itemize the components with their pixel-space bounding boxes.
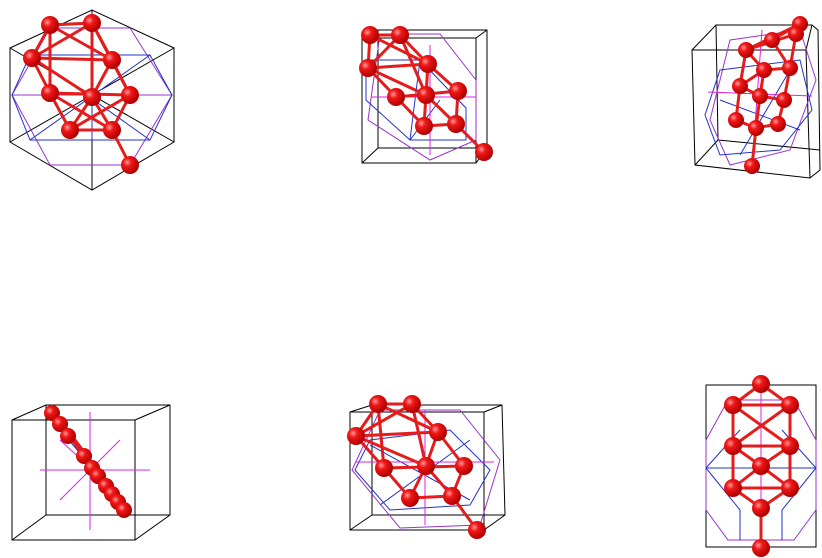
atom — [776, 92, 792, 108]
atom — [781, 437, 799, 455]
atom — [770, 116, 786, 132]
panel-6 — [705, 375, 817, 557]
atom — [764, 32, 780, 48]
atom — [429, 423, 447, 441]
lattice-plane-purple — [367, 33, 477, 161]
lattice-plane-blue — [704, 59, 813, 156]
atom — [401, 489, 419, 507]
atoms — [347, 395, 486, 539]
atom — [52, 416, 68, 432]
atom — [23, 49, 41, 67]
atoms — [724, 375, 799, 557]
atom — [41, 16, 59, 34]
panel-1 — [9, 9, 175, 191]
atom — [447, 115, 465, 133]
atom — [347, 427, 365, 445]
panel-2 — [359, 26, 493, 164]
panel-4 — [11, 404, 171, 541]
atom — [468, 521, 486, 539]
atom — [361, 26, 379, 44]
atom — [60, 428, 76, 444]
atom — [417, 457, 435, 475]
atom — [738, 42, 754, 58]
atom — [391, 26, 409, 44]
atom — [752, 539, 770, 557]
atom — [116, 502, 132, 518]
atom — [121, 156, 139, 174]
atom — [83, 14, 101, 32]
atom — [83, 88, 101, 106]
atom — [788, 26, 804, 42]
atom — [732, 78, 748, 94]
atom — [76, 448, 92, 464]
cube-frame — [11, 404, 171, 541]
atom — [781, 396, 799, 414]
atom — [781, 479, 799, 497]
atom — [752, 88, 768, 104]
atom — [41, 84, 59, 102]
atom — [369, 395, 387, 413]
atom — [44, 405, 60, 421]
atoms — [44, 405, 132, 518]
atom — [419, 55, 437, 73]
lattice-plane-purple — [705, 399, 817, 541]
atom — [415, 117, 433, 135]
atom — [752, 457, 770, 475]
atom — [359, 59, 377, 77]
atom — [744, 158, 760, 174]
atom — [403, 395, 421, 413]
atom — [449, 82, 467, 100]
atom — [724, 437, 742, 455]
atom — [417, 86, 435, 104]
atom — [752, 375, 770, 393]
atom — [455, 457, 473, 475]
atoms — [23, 14, 139, 174]
atom — [728, 112, 744, 128]
cube-frame — [691, 24, 821, 179]
atom — [61, 121, 79, 139]
atoms — [359, 26, 493, 161]
atom — [443, 487, 461, 505]
atom — [782, 60, 798, 76]
atom — [103, 121, 121, 139]
atom — [752, 499, 770, 517]
panel-5 — [347, 395, 506, 539]
atom — [387, 88, 405, 106]
atom — [724, 479, 742, 497]
panel-3 — [691, 16, 821, 179]
atoms — [728, 16, 808, 174]
atom — [103, 51, 121, 69]
atom — [475, 143, 493, 161]
atom — [724, 396, 742, 414]
atom — [756, 62, 772, 78]
atom — [375, 459, 393, 477]
atom — [121, 86, 139, 104]
atom — [748, 120, 764, 136]
